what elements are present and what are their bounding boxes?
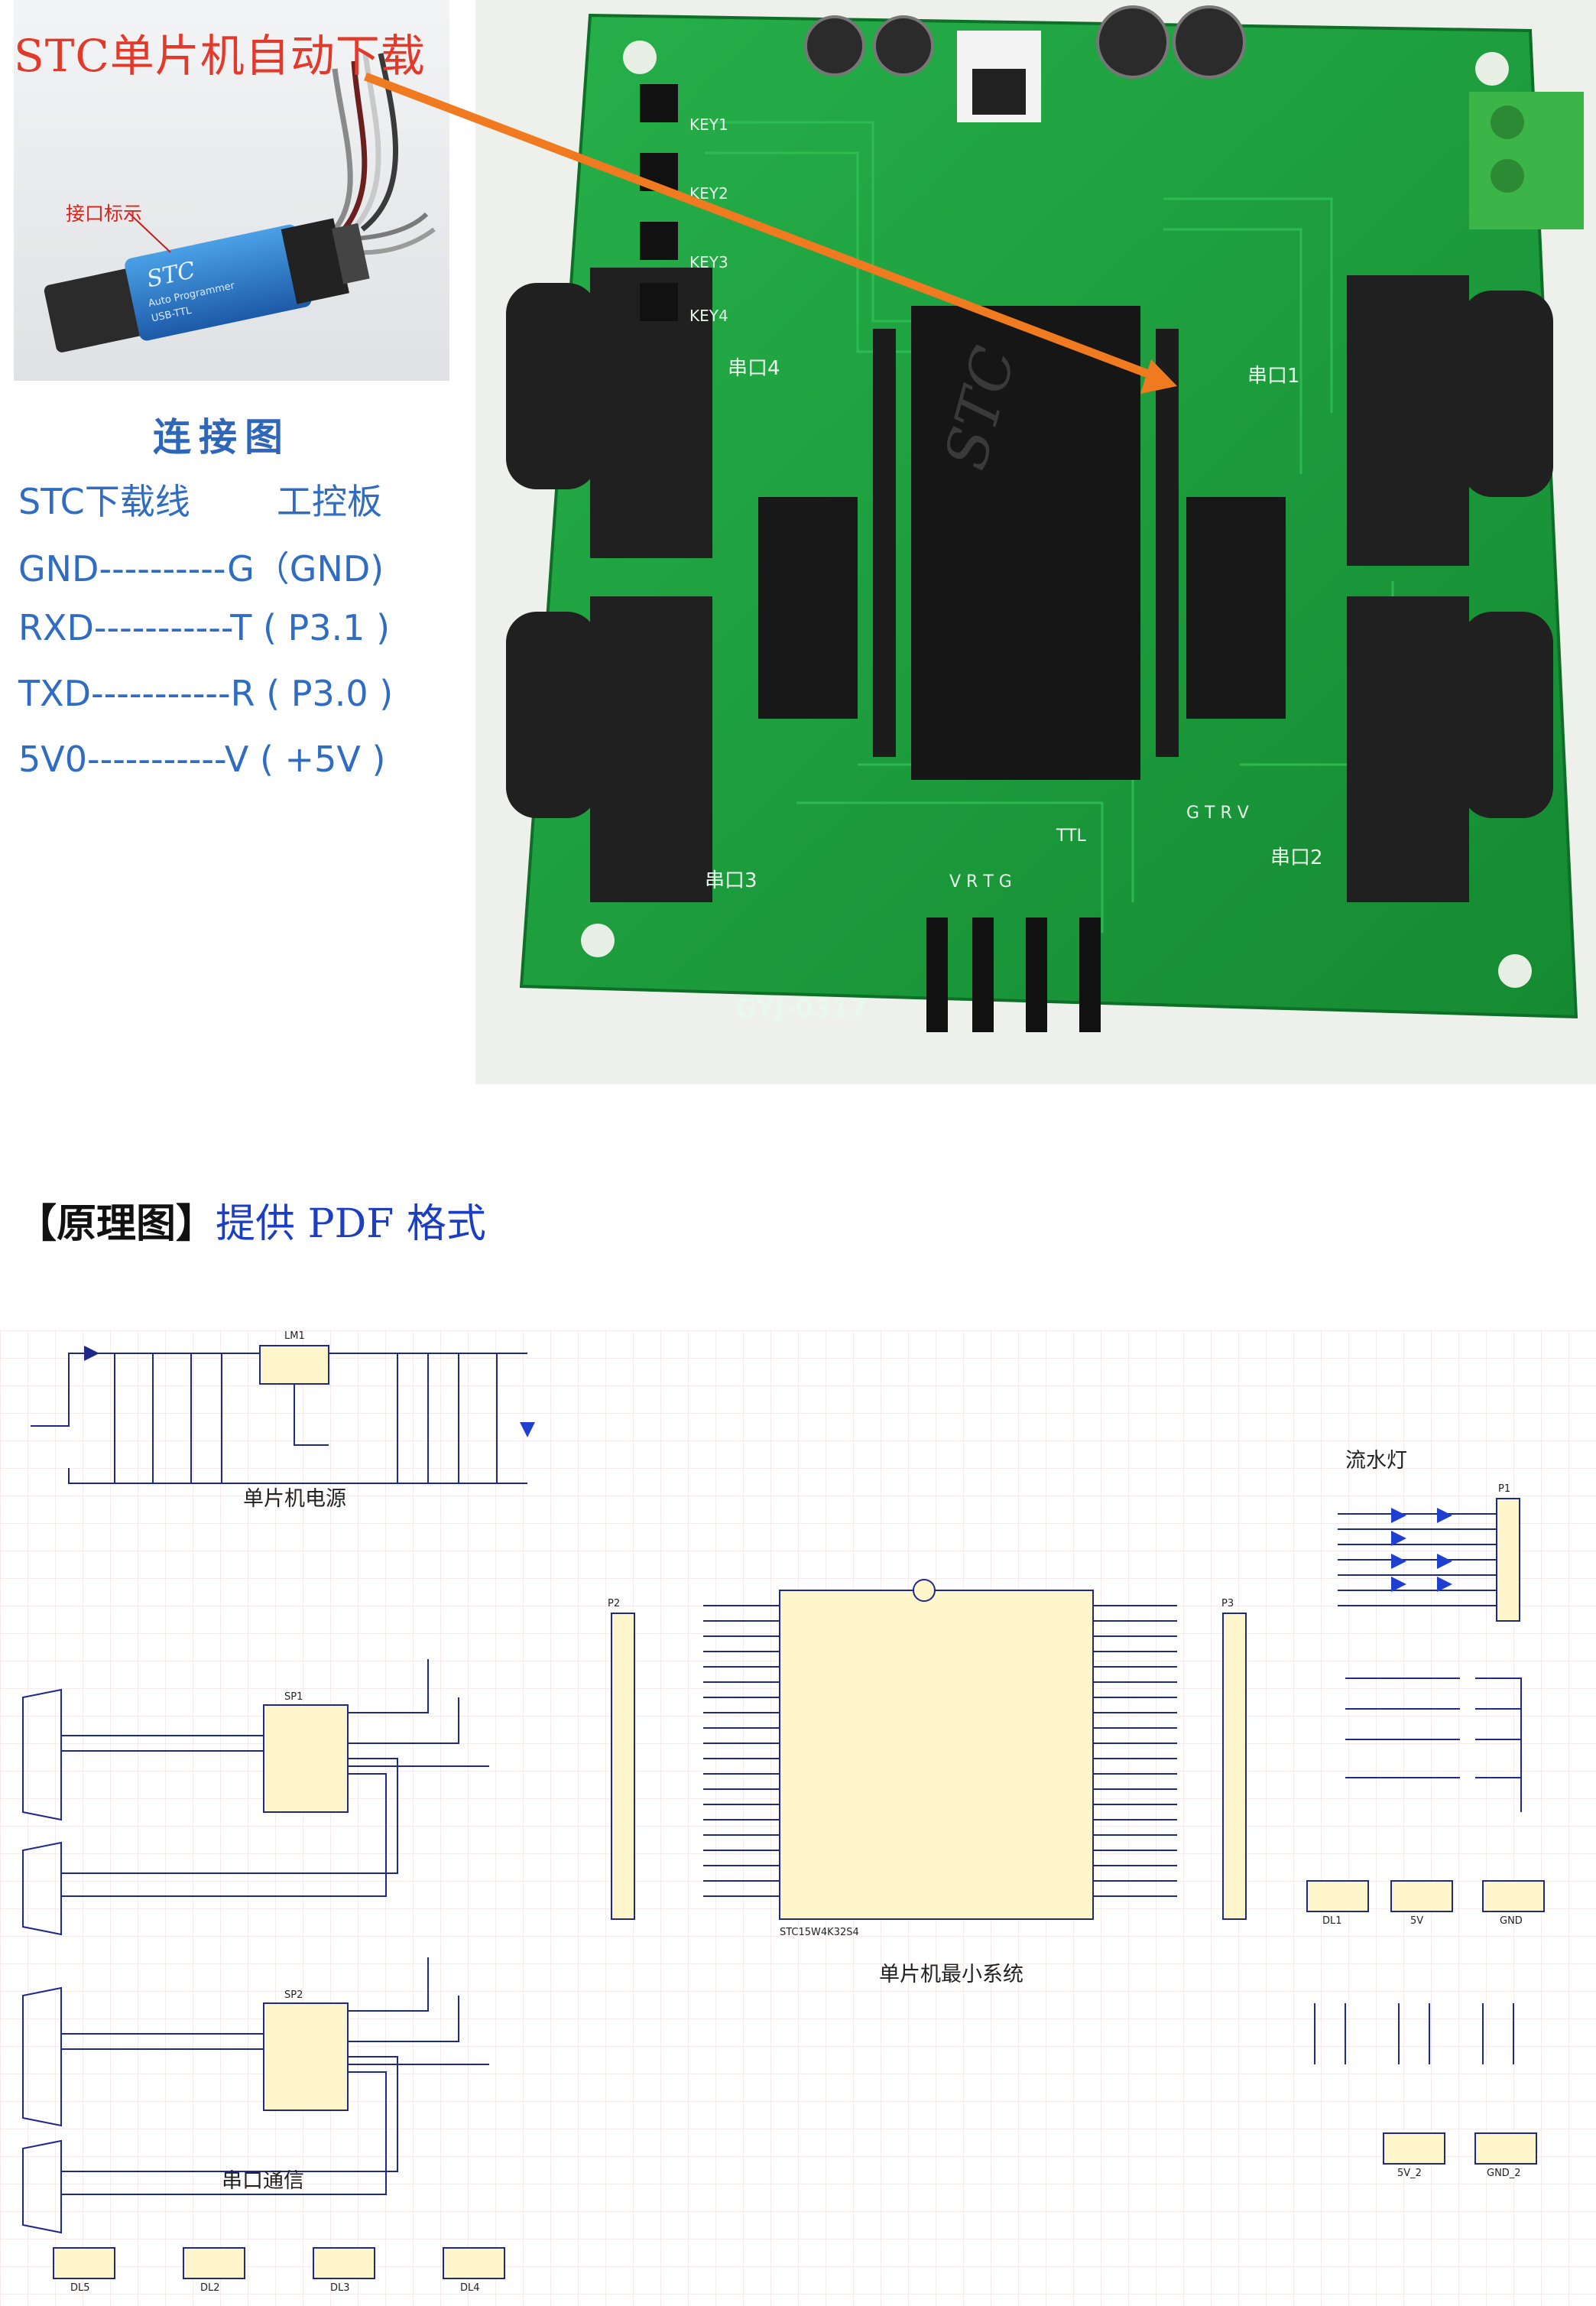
heading-text: 原理图 — [57, 1200, 177, 1247]
dl-label: 5V — [1410, 1915, 1424, 1927]
programmer-illustration: STC Auto Programmer USB-TTL — [14, 0, 449, 381]
dl-label: DL1 — [1322, 1915, 1342, 1927]
dl-label: DL2 — [200, 2282, 220, 2294]
board-port1: 串口1 — [1247, 365, 1300, 388]
board-key3: KEY3 — [689, 253, 728, 271]
connection-row-5v0: 5V0-----------V ( +5V ) — [18, 739, 386, 780]
power-chip-label: LM1 — [284, 1330, 305, 1342]
programmer-photo: STC Auto Programmer USB-TTL — [14, 0, 449, 381]
board-pins-right: G T R V — [1186, 804, 1249, 823]
connection-header: STC下载线 工控板 — [18, 474, 382, 525]
dl-label: 5V_2 — [1397, 2168, 1422, 2179]
board-key4: KEY4 — [689, 307, 728, 325]
interface-label: 接口标示 — [66, 203, 143, 225]
p1-label: P1 — [1498, 1483, 1511, 1495]
board-model: GYJ-0317 — [735, 993, 868, 1024]
heading-open: 【 — [17, 1200, 57, 1247]
heading-close: 】 — [176, 1200, 216, 1247]
p2-label: P2 — [608, 1598, 621, 1609]
led-section-label: 流水灯 — [1345, 1449, 1407, 1473]
header-left: STC下载线 — [18, 481, 190, 522]
board-port4: 串口4 — [728, 357, 780, 380]
mcu-section-label: 单片机最小系统 — [879, 1963, 1023, 1986]
dl-label: DL3 — [330, 2282, 350, 2294]
mcu-part-label: STC15W4K32S4 — [780, 1927, 859, 1938]
dl-label: GND_2 — [1487, 2168, 1521, 2179]
header-right: 工控板 — [276, 481, 382, 522]
schematic-drawing — [0, 1330, 1596, 2306]
connection-title: 连接图 — [153, 415, 290, 460]
connection-row-gnd: GND----------G（GND) — [18, 548, 384, 589]
photo-title: STC单片机自动下载 — [14, 30, 426, 82]
dl-label: GND — [1500, 1915, 1523, 1927]
schematic: 单片机电源 串口通信 单片机最小系统 流水灯 STC15W4K32S4 LM1 … — [0, 1330, 1596, 2306]
connection-row-txd: TXD-----------R ( P3.0 ) — [18, 673, 394, 714]
pcb-illustration: STC KEY1 KEY2 KEY3 KEY4 串口1 串口2 串口 — [475, 0, 1596, 1084]
schematic-heading: 【原理图】提供 PDF 格式 — [17, 1191, 486, 1249]
connection-row-rxd: RXD-----------T ( P3.1 ) — [18, 607, 391, 648]
p3-label: P3 — [1221, 1598, 1234, 1609]
sp2-label: SP2 — [284, 1989, 303, 2001]
board-photo: STC KEY1 KEY2 KEY3 KEY4 串口1 串口2 串口 — [475, 0, 1596, 1084]
board-ttl: TTL — [1056, 827, 1086, 846]
dl-label: DL4 — [460, 2282, 480, 2294]
power-section-label: 单片机电源 — [243, 1487, 346, 1511]
sp1-label: SP1 — [284, 1691, 303, 1703]
pointer-arrow — [364, 72, 1177, 394]
serial-section-label: 串口通信 — [222, 2169, 304, 2193]
board-pins-bottom: V R T G — [949, 872, 1012, 892]
board-port2: 串口2 — [1270, 846, 1323, 869]
dl-label: DL5 — [70, 2282, 90, 2294]
board-key1: KEY1 — [689, 115, 728, 134]
board-port3: 串口3 — [705, 869, 757, 892]
heading-link[interactable]: 提供 PDF 格式 — [216, 1201, 486, 1247]
